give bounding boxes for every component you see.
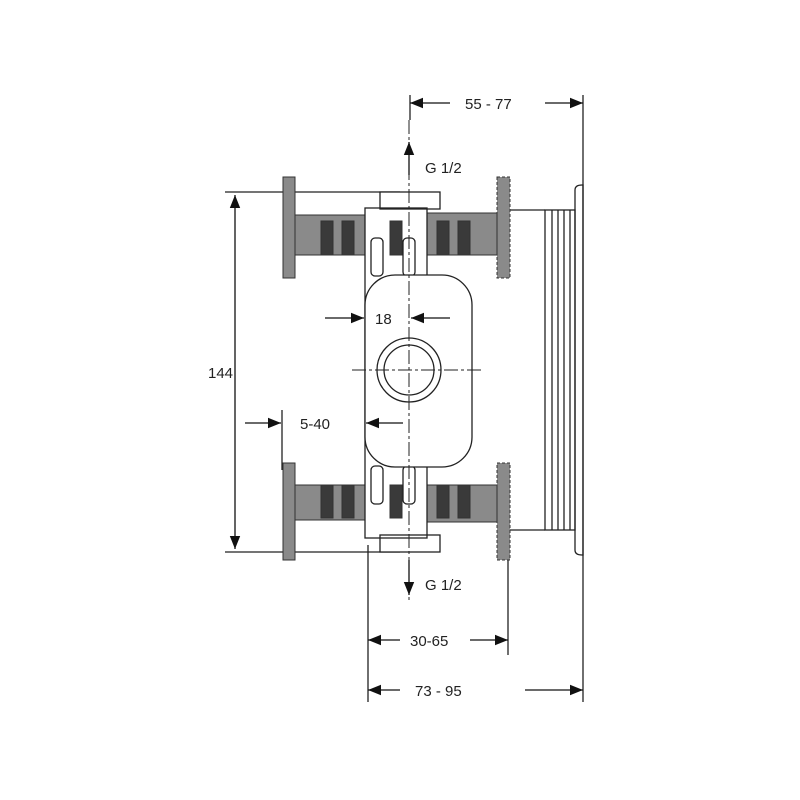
valve-body <box>352 120 482 600</box>
label-mid-depth: 30-65 <box>410 633 448 650</box>
label-outlet-top: G 1/2 <box>425 160 462 177</box>
label-outlet-bottom: G 1/2 <box>425 577 462 594</box>
mounting-brackets <box>282 176 511 561</box>
label-height: 144 <box>208 365 233 382</box>
label-center-offset: 18 <box>375 311 392 328</box>
label-top-width: 55 - 77 <box>465 96 512 113</box>
threaded-housing <box>510 184 584 556</box>
label-total-depth: 73 - 95 <box>415 683 462 700</box>
label-wall-range: 5-40 <box>300 416 330 433</box>
